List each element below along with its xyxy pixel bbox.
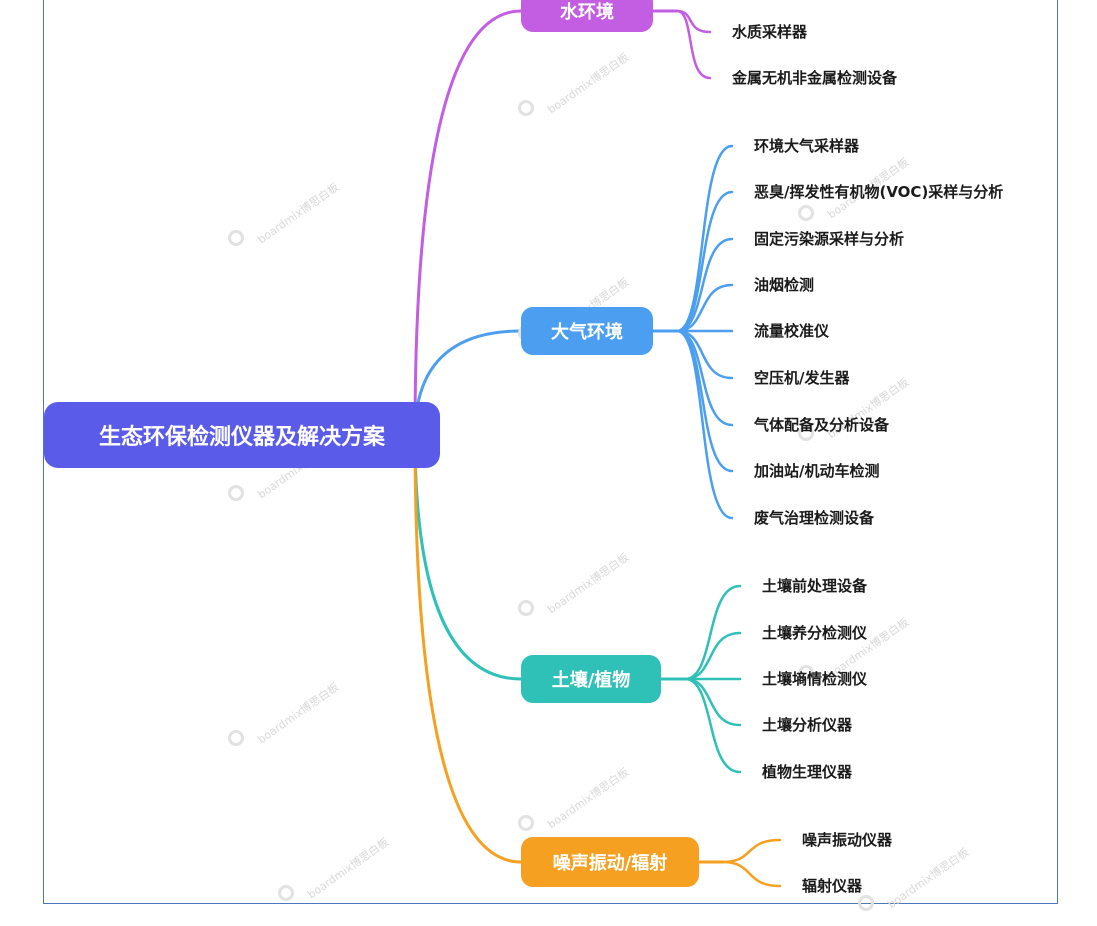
watermark-logo-icon [228, 230, 244, 246]
leaf-node[interactable]: 恶臭/挥发性有机物(VOC)采样与分析 [754, 183, 1004, 201]
connector-line [675, 329, 734, 520]
watermark-logo-icon [228, 730, 244, 746]
connector-line [413, 433, 523, 681]
connector-line [721, 838, 782, 864]
connector-line [675, 283, 734, 333]
connector-line [675, 9, 712, 80]
leaf-node[interactable]: 土壤前处理设备 [762, 577, 868, 595]
watermark-logo-icon [798, 425, 814, 441]
watermark-logo-icon [798, 205, 814, 221]
connector-line [721, 860, 782, 888]
connector-line [675, 237, 734, 333]
watermark-logo-icon [228, 485, 244, 501]
branch-node-water[interactable]: 水环境 [521, 0, 653, 32]
branch-node-soil-plant[interactable]: 土壤/植物 [521, 655, 661, 703]
branch-node-noise-radiation[interactable]: 噪声振动/辐射 [521, 837, 699, 887]
leaf-node[interactable]: 流量校准仪 [754, 322, 830, 340]
connector-line [413, 9, 523, 437]
leaf-node[interactable]: 辐射仪器 [802, 877, 863, 895]
leaf-node[interactable]: 油烟检测 [754, 276, 815, 294]
watermark-logo-icon [518, 100, 534, 116]
connector-line [683, 631, 742, 681]
connector-line [683, 584, 742, 681]
leaf-node[interactable]: 废气治理检测设备 [754, 509, 875, 527]
leaf-node[interactable]: 土壤养分检测仪 [762, 624, 868, 642]
watermark-logo-icon [518, 600, 534, 616]
connector-line [675, 329, 734, 473]
leaf-node[interactable]: 土壤分析仪器 [762, 716, 853, 734]
watermark-logo-icon [798, 665, 814, 681]
connector-line [683, 677, 742, 774]
branch-node-air[interactable]: 大气环境 [521, 307, 653, 355]
leaf-node[interactable]: 环境大气采样器 [754, 137, 860, 155]
leaf-node[interactable]: 水质采样器 [732, 23, 808, 41]
connector-line [675, 190, 734, 333]
leaf-node[interactable]: 空压机/发生器 [754, 369, 850, 387]
watermark-logo-icon [278, 885, 294, 901]
leaf-node[interactable]: 固定污染源采样与分析 [754, 230, 905, 248]
connector-line [413, 433, 523, 864]
root-node[interactable]: 生态环保检测仪器及解决方案 [44, 402, 440, 468]
watermark-logo-icon [518, 815, 534, 831]
watermark-logo-icon [858, 895, 874, 911]
leaf-node[interactable]: 金属无机非金属检测设备 [732, 69, 898, 87]
leaf-node[interactable]: 噪声振动仪器 [802, 831, 893, 849]
canvas-frame [43, 0, 1058, 904]
connector-line [683, 677, 742, 727]
leaf-node[interactable]: 气体配备及分析设备 [754, 416, 890, 434]
leaf-node[interactable]: 土壤墒情检测仪 [762, 670, 868, 688]
leaf-node[interactable]: 植物生理仪器 [762, 763, 853, 781]
leaf-node[interactable]: 加油站/机动车检测 [754, 462, 880, 480]
